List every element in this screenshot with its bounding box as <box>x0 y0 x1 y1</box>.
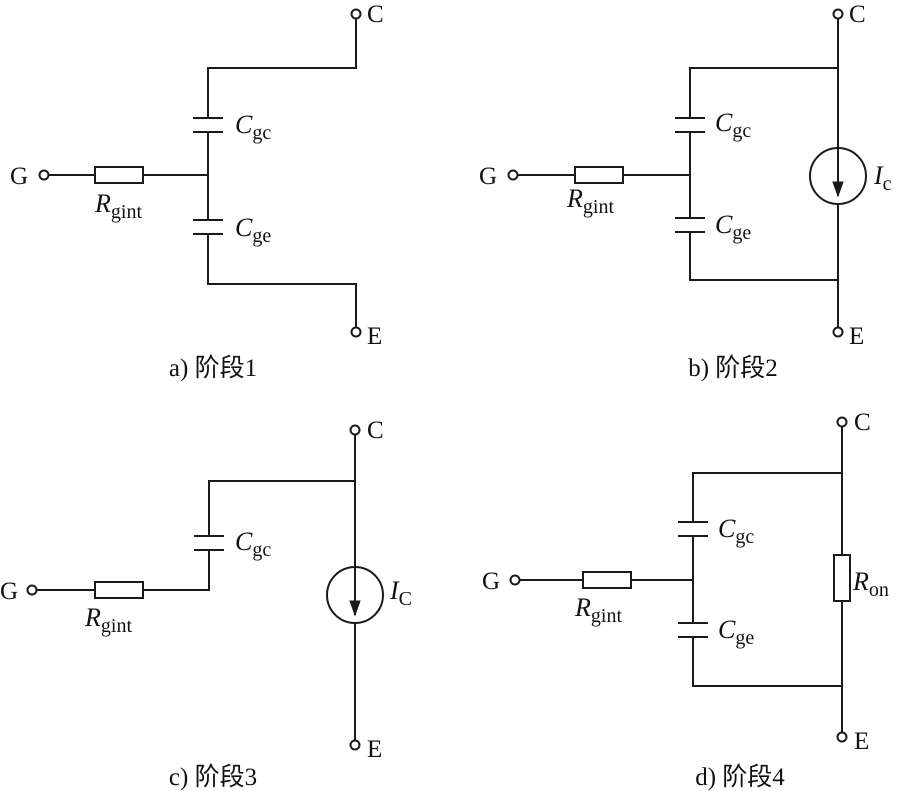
panel-b-gate-label: G <box>479 163 497 190</box>
panel-c-caption: c) 阶段3 <box>169 763 257 791</box>
panel-b-collector-terminal <box>832 8 844 20</box>
panel-a-r-gint-resistor <box>94 166 144 184</box>
panel-b-wires <box>518 18 839 328</box>
panel-b-emitter-terminal <box>832 326 844 338</box>
panel-b-c-gc-label: Cgc <box>715 108 751 142</box>
panel-b-source-label: Ic <box>873 161 892 195</box>
panel-d-r-on-resistor <box>833 554 851 602</box>
panel-a-gate-terminal <box>38 169 50 181</box>
panel-d-c-ge-label: Cge <box>718 615 754 649</box>
panel-d-r-on-label: Ron <box>852 567 889 601</box>
panel-a-gate-label: G <box>10 163 28 190</box>
panel-c-emitter-terminal <box>349 739 361 751</box>
panel-a-collector-label: C <box>367 1 384 28</box>
panel-b-caption: b) 阶段2 <box>688 354 778 382</box>
panel-d-emitter-terminal <box>836 731 848 743</box>
panel-a-collector-terminal <box>350 8 362 20</box>
panel-a-c-ge-capacitor <box>193 219 223 235</box>
panel-d-emitter-label: E <box>854 728 869 755</box>
panel-d-caption: d) 阶段4 <box>695 763 785 791</box>
panel-c-emitter-label: E <box>367 736 382 763</box>
panel-c-collector-terminal <box>349 424 361 436</box>
panel-c: C E G Rgint Cgc IC c) 阶段3 <box>0 417 412 791</box>
panel-c-current-source <box>326 566 384 624</box>
panel-d-gate-terminal <box>509 574 521 586</box>
panel-d-c-ge-capacitor <box>678 622 708 638</box>
panel-d-wires <box>520 426 843 733</box>
panel-c-collector-label: C <box>367 417 384 444</box>
panel-b-c-ge-capacitor <box>675 217 705 233</box>
panel-c-gate-terminal <box>26 584 38 596</box>
panel-d-c-gc-label: Cgc <box>718 514 754 548</box>
panel-d-collector-terminal <box>836 416 848 428</box>
panel-c-wires <box>37 434 356 741</box>
panel-d: C E G Rgint Cgc Cge Ron d) 阶段4 <box>482 409 889 791</box>
panel-a-c-ge-label: Cge <box>235 213 271 247</box>
panel-b-current-source <box>809 147 867 205</box>
panel-c-source-label: IC <box>389 576 412 610</box>
panel-b-gate-terminal <box>507 169 519 181</box>
panel-b-emitter-label: E <box>849 323 864 350</box>
panel-a-c-gc-capacitor <box>193 117 223 133</box>
panel-b-r-gint-resistor <box>574 166 624 184</box>
panel-d-collector-label: C <box>854 409 871 436</box>
panel-b: C E G Rgint Cgc Cge Ic b) 阶段2 <box>479 1 892 382</box>
panel-a-c-gc-label: Cgc <box>235 110 271 144</box>
panel-a-emitter-terminal <box>350 326 362 338</box>
panel-a-wires <box>49 18 357 328</box>
panel-a-caption: a) 阶段1 <box>169 354 257 382</box>
panel-c-r-gint-label: Rgint <box>84 603 132 637</box>
panel-c-gate-label: G <box>0 578 18 605</box>
panel-d-gate-label: G <box>482 568 500 595</box>
panel-b-c-ge-label: Cge <box>715 210 751 244</box>
panel-b-c-gc-capacitor <box>675 117 705 133</box>
panel-a-emitter-label: E <box>367 323 382 350</box>
panel-d-c-gc-capacitor <box>678 521 708 537</box>
panel-b-collector-label: C <box>849 1 866 28</box>
panel-a: C E G Rgint Cgc Cge a) 阶段1 <box>10 1 384 382</box>
panel-d-r-gint-resistor <box>582 571 632 589</box>
panel-c-c-gc-label: Cgc <box>235 527 271 561</box>
panel-c-c-gc-capacitor <box>194 535 224 551</box>
panel-d-r-gint-label: Rgint <box>574 593 622 627</box>
panel-b-r-gint-label: Rgint <box>566 184 614 218</box>
panel-a-r-gint-label: Rgint <box>94 189 142 223</box>
panel-c-r-gint-resistor <box>94 581 144 599</box>
